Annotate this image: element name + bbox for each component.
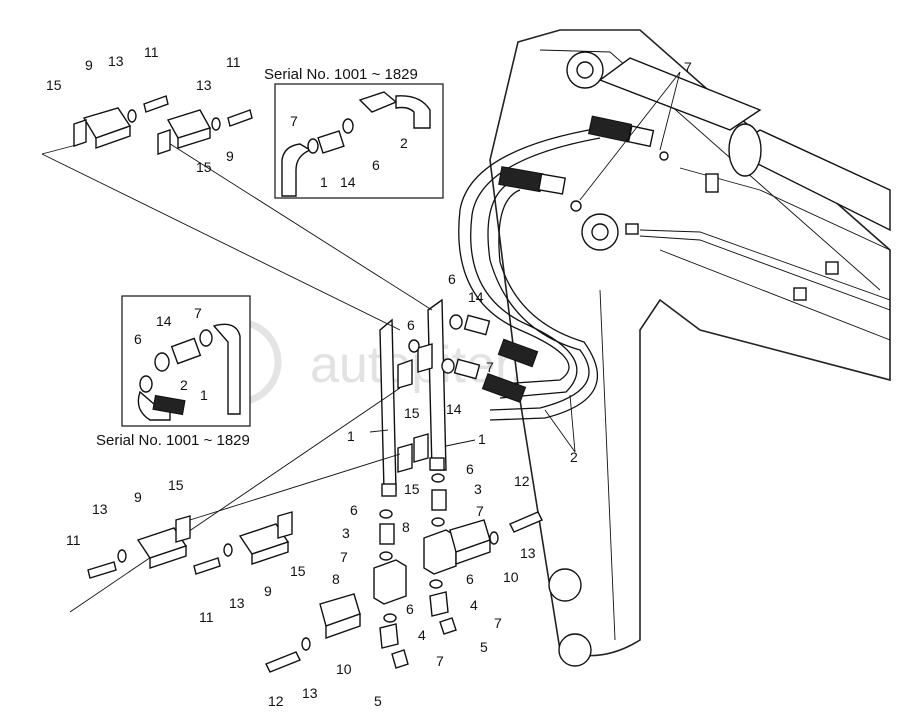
callout-label: 14 — [340, 174, 356, 190]
inset-top-serial-variant — [274, 83, 444, 199]
adapters-14-and-orings-6 — [408, 314, 491, 380]
callout-label: 15 — [404, 405, 420, 421]
pipe-clamps-15 — [397, 343, 433, 473]
callout-label: 6 — [466, 461, 474, 477]
serial-notes: Serial No. 1001 ~ 1829 Serial No. 1001 ~… — [96, 66, 418, 449]
callout-label: 3 — [474, 481, 482, 497]
callout-label: 4 — [418, 627, 426, 643]
callout-label: 15 — [46, 77, 62, 93]
callout-label: 6 — [466, 571, 474, 587]
callout-label: 7 — [486, 359, 494, 375]
callout-label: 6 — [134, 331, 142, 347]
callout-label: 7 — [340, 549, 348, 565]
callout-label: 15 — [404, 481, 420, 497]
boom-structure — [489, 29, 891, 667]
callout-label: 7 — [494, 615, 502, 631]
callout-label: 15 — [168, 477, 184, 493]
callout-label: 15 — [290, 563, 306, 579]
callout-label: 3 — [342, 525, 350, 541]
leader-lines — [41, 139, 433, 613]
callout-label: 1 — [200, 387, 208, 403]
callout-label: 2 — [570, 449, 578, 465]
callout-label: 2 — [180, 377, 188, 393]
callout-label: 6 — [372, 157, 380, 173]
callout-label: 7 — [290, 113, 298, 129]
clamp-group-lower-left — [87, 511, 293, 579]
callout-label: 12 — [268, 693, 284, 709]
callout-label: 6 — [406, 601, 414, 617]
part-callouts: 15 9 13 11 13 11 9 15 7 2 6 14 1 7 6 14 … — [46, 44, 692, 709]
callout-label: 13 — [520, 545, 536, 561]
callout-label: 5 — [480, 639, 488, 655]
clamp-group-top-left — [73, 95, 253, 155]
callout-label: 2 — [400, 135, 408, 151]
callout-label: 13 — [196, 77, 212, 93]
callout-label: 1 — [320, 174, 328, 190]
callout-label: 5 — [374, 693, 382, 709]
support-brackets-10 — [265, 511, 543, 673]
callout-label: 1 — [478, 431, 486, 447]
inset-left-serial-variant — [121, 295, 251, 427]
callout-label: 7 — [436, 653, 444, 669]
callout-label: 13 — [92, 501, 108, 517]
callout-label: 11 — [144, 44, 159, 60]
callout-label: 8 — [332, 571, 340, 587]
callout-label: 15 — [196, 159, 212, 175]
callout-label: 10 — [336, 661, 352, 677]
callout-label: 14 — [156, 313, 172, 329]
hose-assembly-2 — [458, 115, 669, 421]
callout-label: 9 — [85, 57, 93, 73]
callout-label: 6 — [407, 317, 415, 333]
callout-label: 4 — [470, 597, 478, 613]
callout-label: 11 — [226, 54, 241, 70]
callout-label: 14 — [468, 289, 484, 305]
callout-label: 6 — [448, 271, 456, 287]
callout-label: 14 — [446, 401, 462, 417]
callout-label: 9 — [264, 583, 272, 599]
callout-leaders — [369, 71, 681, 453]
callout-label: 13 — [229, 595, 245, 611]
callout-label: 11 — [199, 609, 214, 625]
callout-label: 12 — [514, 473, 530, 489]
callout-label: 1 — [347, 428, 355, 444]
callout-label: 13 — [108, 53, 124, 69]
callout-label: 11 — [66, 532, 81, 548]
serial-note-top: Serial No. 1001 ~ 1829 — [264, 66, 418, 83]
callout-label: 13 — [302, 685, 318, 701]
callout-label: 6 — [350, 502, 358, 518]
callout-label: 7 — [684, 59, 692, 75]
valve-blocks-and-elbows — [373, 473, 457, 669]
callout-label: 9 — [134, 489, 142, 505]
callout-label: 10 — [503, 569, 519, 585]
callout-label: 7 — [476, 503, 484, 519]
steel-pipes-1 — [379, 298, 447, 497]
serial-note-left: Serial No. 1001 ~ 1829 — [96, 432, 250, 449]
callout-label: 7 — [194, 305, 202, 321]
callout-label: 9 — [226, 148, 234, 164]
callout-label: 8 — [402, 519, 410, 535]
